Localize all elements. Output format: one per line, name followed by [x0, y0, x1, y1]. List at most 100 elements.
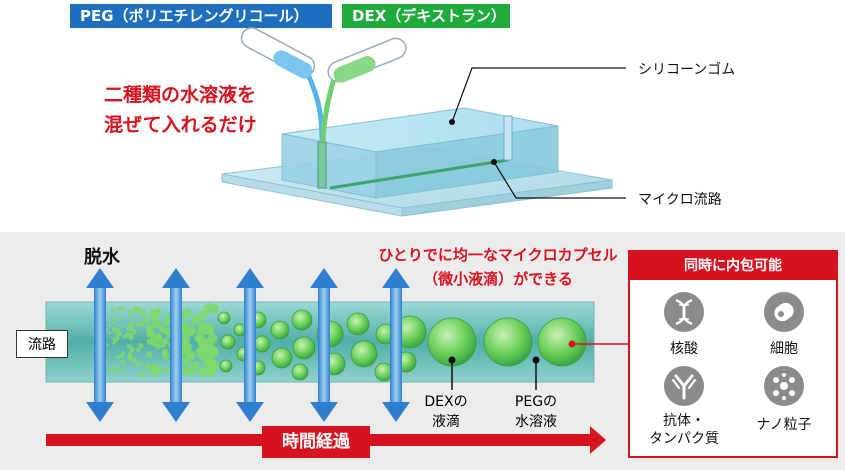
fine-droplet [195, 348, 205, 357]
dehydration-arrows [86, 268, 410, 422]
fine-droplet [116, 328, 121, 332]
dna-icon [664, 292, 704, 332]
fine-droplet [128, 314, 134, 319]
fine-droplet [120, 305, 125, 311]
fine-droplet [139, 371, 146, 378]
dex-droplet-line-1: DEXの [424, 394, 468, 410]
fine-droplet [182, 342, 193, 353]
droplet [346, 312, 370, 336]
fine-droplet [151, 315, 159, 322]
fine-droplet [108, 331, 112, 335]
fine-droplet [117, 331, 122, 336]
peg-tag: PEG（ポリエチレングリコール） [70, 4, 332, 28]
dehydration-arrow [162, 268, 190, 422]
mix-instruction: 二種類の水溶液を 混ぜて入れるだけ [104, 80, 257, 140]
fine-droplet [120, 360, 125, 365]
fine-droplet [182, 366, 192, 376]
silicone-label: シリコーンゴム [638, 62, 736, 78]
fine-droplet [112, 327, 116, 331]
antibody-icon [664, 366, 704, 406]
arrow-head-down [162, 402, 190, 422]
antibody-line-1: 抗体・ [663, 413, 705, 429]
arrow-head-up [86, 268, 114, 288]
outlet-port [503, 115, 513, 161]
fine-droplet [158, 340, 167, 348]
encapsulation-panel: 同時に内包可能 核酸 細胞 抗体・ タンパク質 [628, 250, 838, 458]
fine-droplet [154, 309, 161, 316]
fine-droplet [112, 330, 116, 334]
fine-droplet [151, 321, 159, 329]
channel-leader [493, 161, 626, 199]
inlet-port [317, 141, 327, 189]
fine-droplet [185, 350, 195, 360]
fine-droplet [135, 321, 141, 328]
arrow-head-up [310, 268, 338, 288]
fine-droplet [187, 326, 197, 336]
peg-solution-line-2: 水溶液 [515, 414, 557, 430]
droplet [219, 359, 233, 373]
arrow-head-down [310, 402, 338, 422]
arrow-head-up [236, 268, 264, 288]
arrow-head-down [86, 402, 114, 422]
capsule-caption: ひとりでに均一なマイクロカプセル （微小液滴）ができる [360, 243, 636, 291]
fine-droplet [129, 347, 135, 353]
fine-droplet [205, 363, 216, 374]
dex-tube [327, 37, 407, 83]
fine-droplet [196, 367, 207, 378]
capsule-line-2: （微小液滴）ができる [423, 270, 573, 288]
droplet [291, 309, 313, 331]
droplet [350, 340, 378, 368]
fine-droplet [128, 309, 134, 314]
cell-icon [764, 292, 804, 332]
fine-droplet [111, 311, 115, 315]
nanoparticle-icon [764, 366, 804, 406]
fine-droplet [190, 315, 200, 325]
fine-droplet [138, 307, 143, 313]
fine-droplet [107, 369, 112, 374]
arrow-head-up [382, 268, 410, 288]
nanoparticle-label: ナノ粒子 [756, 417, 812, 433]
fine-droplet [132, 305, 138, 311]
fine-droplet [110, 366, 115, 370]
fine-droplet [111, 317, 116, 321]
panel-title: 同時に内包可能 [630, 252, 836, 280]
capsule-line-1: ひとりでに均一なマイクロカプセル [378, 246, 618, 264]
microchannel [329, 158, 509, 190]
droplet [292, 336, 316, 360]
droplet [217, 311, 231, 325]
droplet [483, 317, 533, 367]
droplet [220, 334, 236, 350]
fine-droplet [162, 318, 171, 327]
antibody-line-2: タンパク質 [649, 431, 719, 447]
arrow-shaft [390, 284, 402, 408]
fine-droplet [111, 307, 115, 312]
fine-droplet [112, 336, 116, 341]
silicone-leader [451, 67, 626, 123]
fine-droplet [108, 323, 112, 328]
arrow-head-down [236, 402, 264, 422]
nucleic-acid-label: 核酸 [670, 341, 698, 357]
dehydration-arrow [310, 268, 338, 422]
fine-droplet [135, 347, 141, 353]
fine-droplet [143, 317, 150, 324]
dex-tag: DEX（デキストラン） [342, 4, 510, 28]
fine-droplet [127, 354, 133, 360]
antibody-label: 抗体・ タンパク質 [634, 412, 734, 448]
arrow-head-up [162, 268, 190, 288]
fine-droplet [105, 343, 109, 346]
fine-droplet [146, 325, 153, 333]
fine-droplet [144, 362, 151, 368]
arrow-shaft [318, 284, 330, 408]
fine-droplet [203, 303, 214, 314]
fine-droplet [148, 309, 156, 317]
panel-connector [568, 340, 630, 348]
fine-droplet [138, 343, 144, 349]
fine-droplet [112, 340, 116, 343]
peg-tube [240, 27, 316, 79]
channel-diagram [45, 268, 606, 454]
fine-droplet [163, 366, 170, 374]
fine-droplet [126, 344, 132, 349]
fine-droplet [118, 316, 122, 320]
arrow-shaft [170, 284, 182, 408]
fine-droplet [202, 323, 214, 335]
